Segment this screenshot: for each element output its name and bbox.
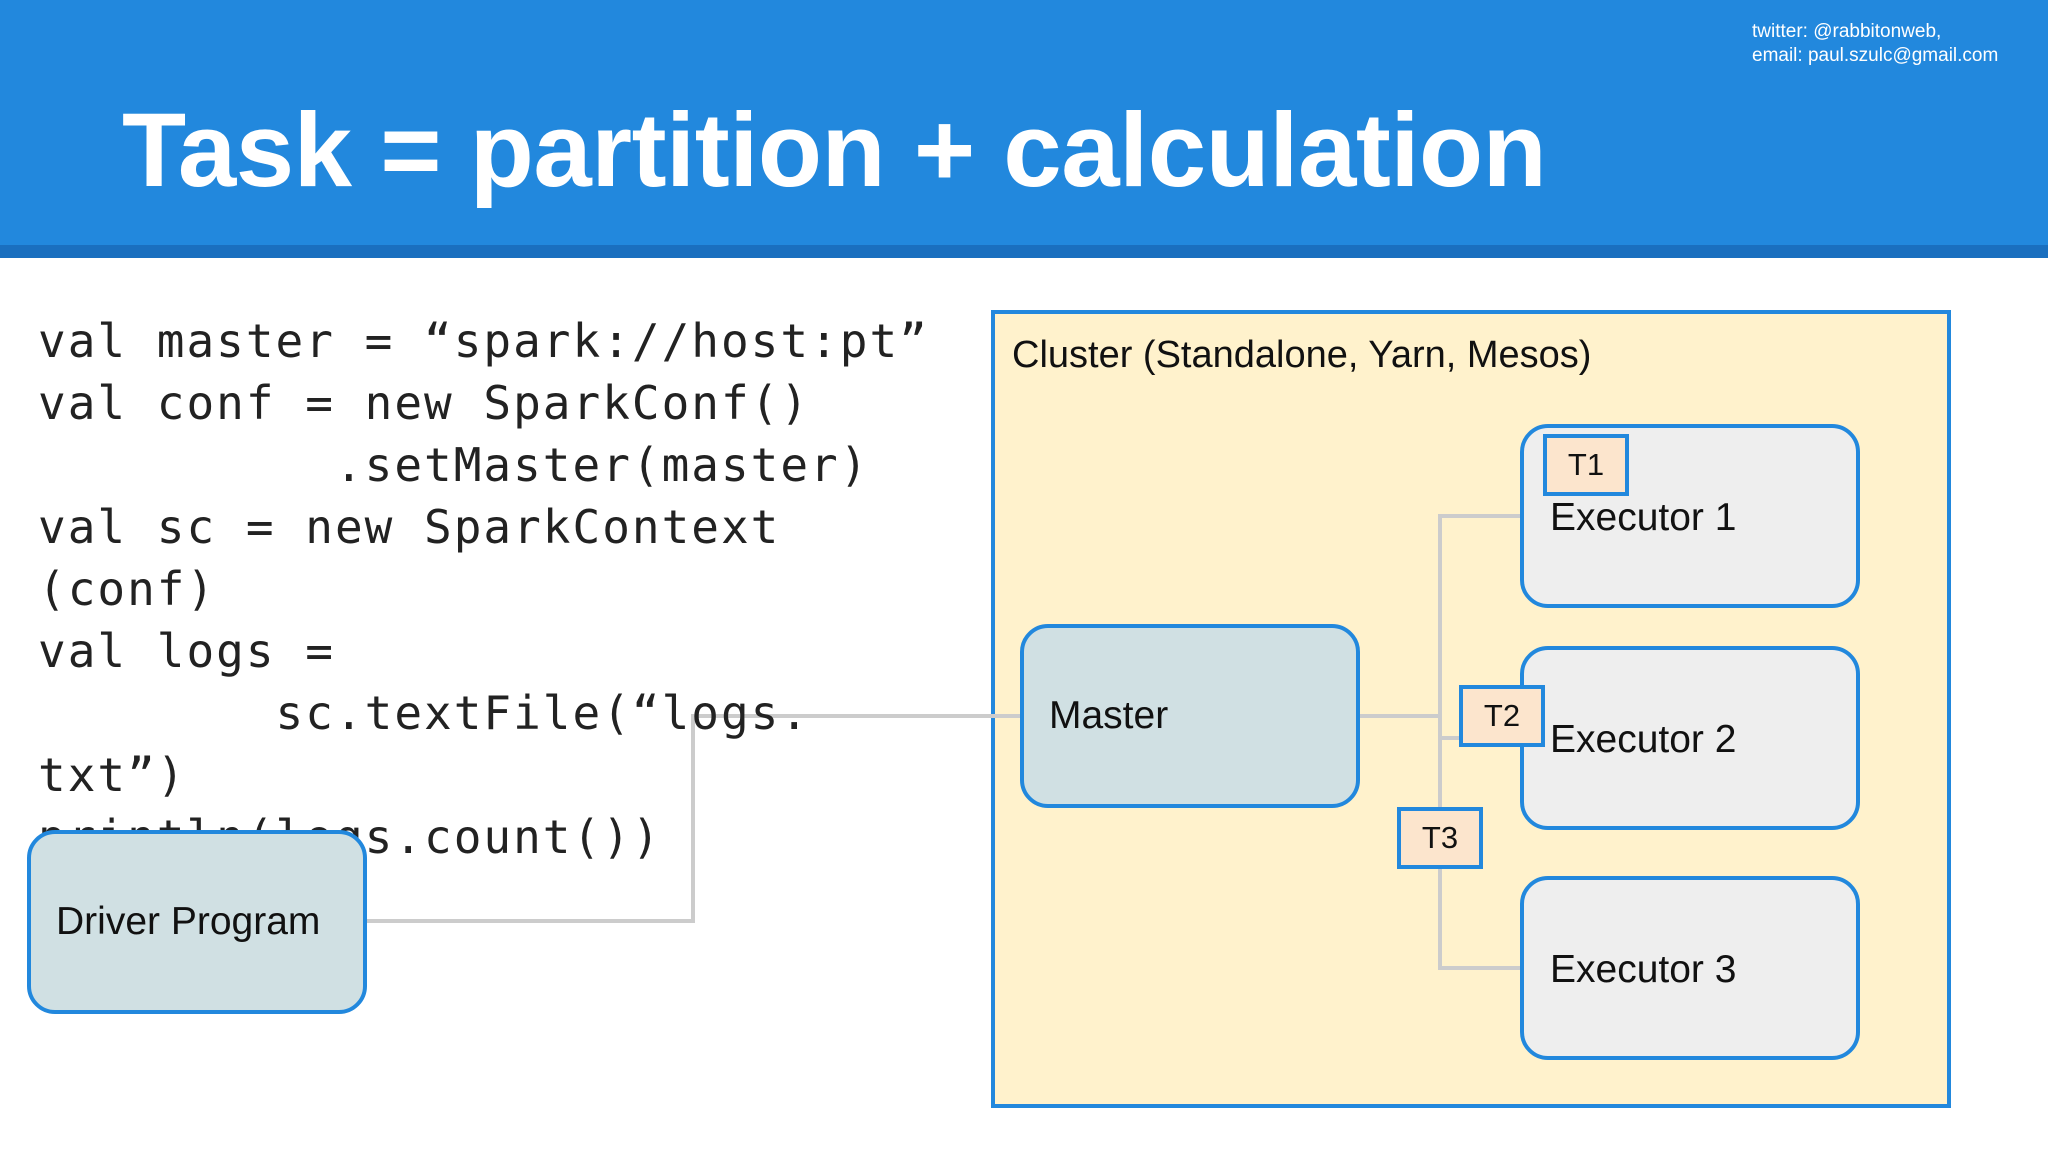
driver-master-connector [367,714,1020,923]
contact-info: twitter: @rabbitonweb, email: paul.szulc… [1752,20,1998,68]
header-shadow-bar [0,245,2048,258]
executor-2-node [1520,646,1860,830]
task-t2: T2 [1459,685,1545,747]
code-line: (conf) [38,562,217,616]
contact-twitter: twitter: @rabbitonweb, [1752,21,1942,42]
master-node [1020,624,1360,808]
slide-header [0,0,2048,245]
executor-2-label: Executor 2 [1550,718,1737,761]
executor-3-label: Executor 3 [1550,948,1737,991]
code-line: val logs = [38,624,335,678]
executor-bus-connector [1438,514,1520,970]
master-label: Master [1049,694,1169,737]
executor-1-node [1520,424,1860,608]
executor-3-node [1520,876,1860,1060]
code-snippet: val master = “spark://host:pt” val conf =… [38,310,968,868]
code-line: sc.textFile(“logs. [38,686,811,740]
driver-program-node [27,830,367,1014]
code-line: val conf = new SparkConf() [38,376,811,430]
contact-email: email: paul.szulc@gmail.com [1752,45,1999,66]
slide-title: Task = partition + calculation [122,92,1547,209]
code-line: txt”) [38,748,187,802]
code-line: val sc = new SparkContext [38,500,781,554]
cluster-label: Cluster (Standalone, Yarn, Mesos) [1012,334,1592,376]
executor-1-label: Executor 1 [1550,496,1737,539]
task-t3: T3 [1397,807,1483,869]
task-t1: T1 [1543,434,1629,496]
code-line: .setMaster(master) [38,438,870,492]
driver-program-label: Driver Program [56,900,321,943]
code-line: val master = “spark://host:pt” [38,314,929,368]
